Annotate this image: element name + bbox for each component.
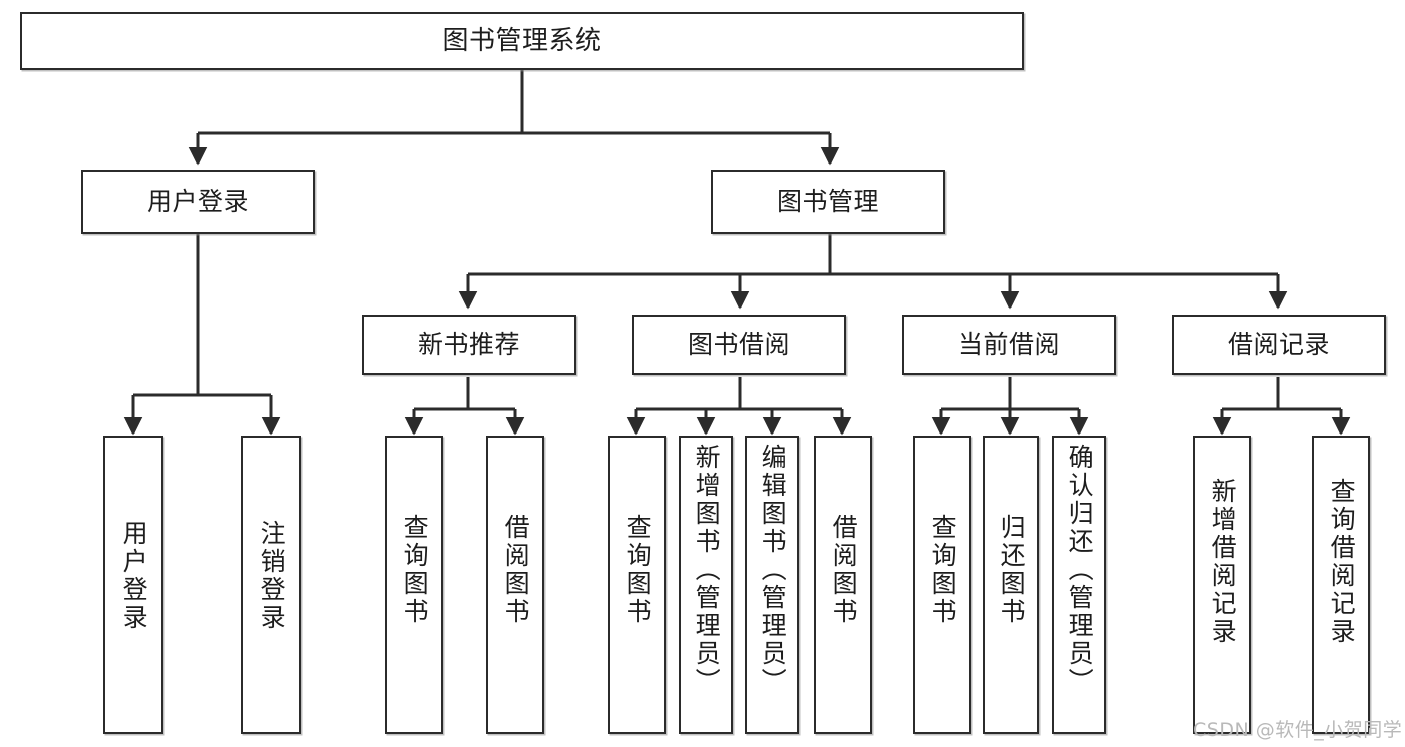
node-root-system[interactable]: 图书管理系统 [20,12,1024,70]
node-label: 查询图书 [623,514,653,626]
leaf-add-borrow-record[interactable]: 新增借阅记录 [1193,436,1251,734]
leaf-query-book-recommend[interactable]: 查询图书 [385,436,443,734]
leaf-query-book-borrow[interactable]: 查询图书 [608,436,666,734]
node-borrow-record[interactable]: 借阅记录 [1172,315,1386,375]
leaf-borrow-book[interactable]: 借阅图书 [814,436,872,734]
node-book-borrow[interactable]: 图书借阅 [632,315,846,375]
node-label: 编辑图书（管理员） [758,444,788,696]
node-current-borrow[interactable]: 当前借阅 [902,315,1116,375]
leaf-user-login[interactable]: 用户登录 [103,436,163,734]
node-label: 用户登录 [146,187,249,217]
leaf-confirm-return[interactable]: 确认归还（管理员） [1052,436,1106,734]
node-label: 归还图书 [997,514,1027,626]
node-label: 查询借阅记录 [1327,478,1357,646]
node-label: 图书管理系统 [442,25,602,56]
leaf-borrow-book-recommend[interactable]: 借阅图书 [486,436,544,734]
node-user-login[interactable]: 用户登录 [81,170,315,234]
watermark-csdn: CSDN @软件_小贺同学 [1193,719,1403,741]
node-new-book-recommend[interactable]: 新书推荐 [362,315,576,375]
node-label: 借阅记录 [1227,330,1330,360]
leaf-query-book-current[interactable]: 查询图书 [913,436,971,734]
leaf-edit-book[interactable]: 编辑图书（管理员） [745,436,799,734]
node-label: 借阅图书 [829,514,859,626]
leaf-return-book[interactable]: 归还图书 [983,436,1039,734]
leaf-add-book[interactable]: 新增图书（管理员） [679,436,733,734]
node-label: 新书推荐 [417,330,520,360]
node-label: 查询图书 [400,514,430,626]
node-book-manage[interactable]: 图书管理 [711,170,945,234]
node-label: 查询图书 [928,514,958,626]
node-label: 确认归还（管理员） [1065,444,1095,696]
node-label: 注销登录 [257,520,287,632]
node-label: 借阅图书 [501,514,531,626]
node-label: 用户登录 [119,520,149,632]
node-label: 新增借阅记录 [1208,478,1238,646]
node-label: 当前借阅 [957,330,1060,360]
leaf-user-logout[interactable]: 注销登录 [241,436,301,734]
node-label: 图书管理 [776,187,879,217]
leaf-query-borrow-record[interactable]: 查询借阅记录 [1312,436,1370,734]
node-label: 新增图书（管理员） [692,444,722,696]
node-label: 图书借阅 [687,330,790,360]
